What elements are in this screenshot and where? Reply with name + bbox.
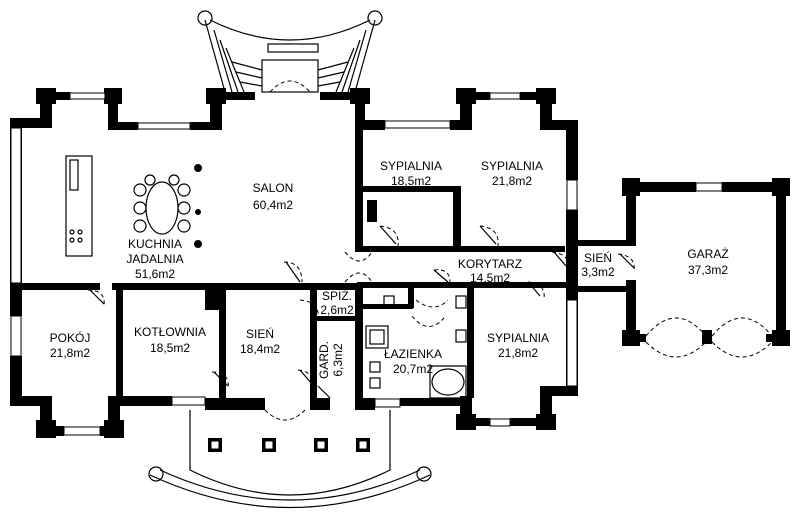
kotlownia-name: KOTŁOWNIA <box>134 325 206 339</box>
room-label-salon: SALON 60,4m2 <box>253 181 294 212</box>
room-label-korytarz: KORYTARZ 14,5m2 <box>458 257 522 285</box>
room-label-sypialnia-c: SYPIALNIA 21,8m2 <box>487 331 549 360</box>
room-label-sypialnia-b: SYPIALNIA 21,8m2 <box>481 159 543 188</box>
pokoj-name: POKÓJ <box>50 330 91 345</box>
spiz-name: SPIŻ. <box>322 289 352 303</box>
sien-small-name: SIEŃ <box>584 250 612 265</box>
bathroom-fixtures <box>365 295 467 399</box>
sypialnia-a-name: SYPIALNIA <box>380 159 442 173</box>
sien-small-area: 3,3m2 <box>581 265 615 279</box>
front-stairs-top <box>197 10 383 93</box>
windows <box>10 92 723 436</box>
room-label-kotlownia: KOTŁOWNIA 18,5m2 <box>134 325 206 355</box>
door-swings <box>87 225 773 399</box>
salon-area: 60,4m2 <box>253 198 293 212</box>
kitchen-counter <box>65 155 93 257</box>
lazienka-name: ŁAZIENKA <box>384 347 442 361</box>
sypialnia-c-area: 21,8m2 <box>498 346 538 360</box>
garaz-name: GARAŻ <box>687 247 728 261</box>
kuchnia-area: 51,6m2 <box>135 267 175 281</box>
jadalnia-name: JADALNIA <box>126 252 183 266</box>
room-label-garaz: GARAŻ 37,3m2 <box>687 247 728 277</box>
korytarz-name: KORYTARZ <box>458 257 522 271</box>
room-label-lazienka: ŁAZIENKA 20,7m2 <box>384 347 442 376</box>
garaz-area: 37,3m2 <box>688 263 728 277</box>
interior-walls <box>10 130 567 400</box>
gard-name: GARD. <box>317 341 331 379</box>
sypialnia-b-area: 21,8m2 <box>492 174 532 188</box>
room-label-kuchnia: KUCHNIA JADALNIA 51,6m2 <box>126 237 183 281</box>
dining-table <box>133 174 191 235</box>
room-label-spiz: SPIŻ. 2,6m2 <box>320 289 354 317</box>
room-label-sien: SIEŃ 18,4m2 <box>240 326 280 356</box>
room-label-pokoj: POKÓJ 21,8m2 <box>50 330 91 360</box>
kuchnia-name: KUCHNIA <box>128 237 182 251</box>
salon-name: SALON <box>253 181 294 195</box>
pokoj-area: 21,8m2 <box>50 346 90 360</box>
kotlownia-area: 18,5m2 <box>150 341 190 355</box>
room-label-gard: GARD. 6,3m2 <box>317 341 345 379</box>
lazienka-area: 20,7m2 <box>393 362 433 376</box>
korytarz-area: 14,5m2 <box>470 271 510 285</box>
sypialnia-c-name: SYPIALNIA <box>487 331 549 345</box>
sien-area: 18,4m2 <box>240 342 280 356</box>
sypialnia-b-name: SYPIALNIA <box>481 159 543 173</box>
corner-pilasters <box>36 88 790 438</box>
room-label-sien-small: SIEŃ 3,3m2 <box>581 250 615 279</box>
sien-name: SIEŃ <box>246 326 274 341</box>
sypialnia-a-area: 18,5m2 <box>391 174 431 188</box>
front-portico-bottom <box>148 409 432 509</box>
gard-area: 6,3m2 <box>331 343 345 377</box>
room-label-sypialnia-a: SYPIALNIA 18,5m2 <box>380 159 442 188</box>
spiz-area: 2,6m2 <box>320 303 354 317</box>
